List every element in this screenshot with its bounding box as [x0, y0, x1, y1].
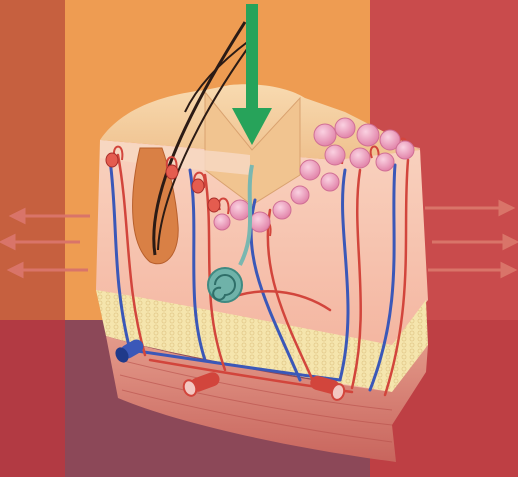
papilla	[325, 145, 345, 165]
papilla	[350, 148, 370, 168]
background-bottom-left	[0, 320, 65, 477]
papilla	[357, 124, 379, 146]
background-left-panel	[0, 0, 65, 320]
papilla	[335, 118, 355, 138]
papilla-bulb	[208, 198, 220, 212]
papilla-bulb	[106, 153, 118, 167]
papilla	[300, 160, 320, 180]
papilla	[321, 173, 339, 191]
papilla	[273, 201, 291, 219]
papilla	[214, 214, 230, 230]
papilla	[396, 141, 414, 159]
papilla-bulb	[192, 179, 204, 193]
papilla	[230, 200, 250, 220]
papilla	[376, 153, 394, 171]
pressure-arrow-shaft	[246, 4, 258, 112]
papilla	[250, 212, 270, 232]
papilla	[314, 124, 336, 146]
papilla-bulb	[166, 165, 178, 179]
papilla	[291, 186, 309, 204]
skin-block	[96, 84, 428, 462]
